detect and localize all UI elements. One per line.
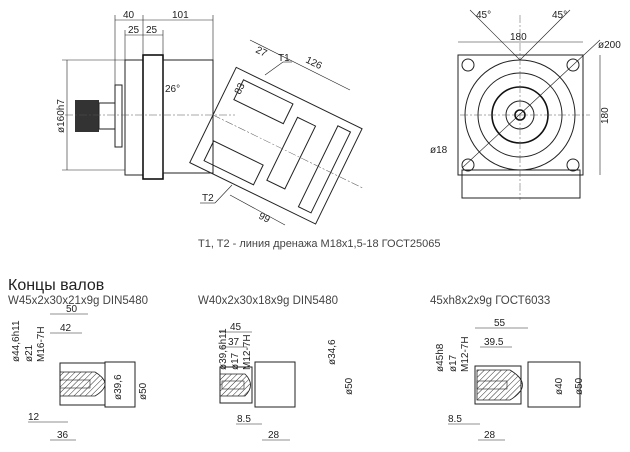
dim-b2: 28 [268, 430, 280, 441]
dim-d160: ø160h7 [56, 99, 67, 133]
drain-line-caption: T1, T2 - линия дренажа M18x1,5-18 ГОСТ25… [198, 238, 440, 250]
dim-d-in: ø21 [24, 344, 35, 362]
dim-d-shaft: ø40 [554, 377, 565, 395]
angled-housing [189, 66, 364, 225]
dim-angle: 26° [165, 84, 180, 95]
shaft-ends-title: Концы валов [8, 277, 104, 294]
motor-side-view: 40 101 25 25 ø160h7 26° 126 27 83 99 T1 … [56, 10, 364, 226]
dim-b2: 36 [57, 430, 69, 441]
shaft-end-name: 45xh8x2x9g ГОСТ6033 [430, 295, 550, 307]
dim-len: 50 [66, 304, 78, 315]
dim-d-shaft: ø34,6 [327, 339, 338, 365]
shaft-end-name: W45x2x30x21x9g DIN5480 [8, 295, 148, 307]
dim-d-in: ø17 [448, 354, 459, 372]
dim-len: 45 [230, 322, 242, 333]
dim-25b: 25 [146, 25, 158, 36]
dim-d-shaft: ø39,6 [113, 374, 124, 400]
dim-d-in: ø17 [230, 352, 241, 370]
port-t2-label: T2 [202, 193, 214, 204]
dim-height-180: 180 [600, 107, 611, 124]
dim-99: 99 [257, 211, 272, 226]
shaft-end-3: 45xh8x2x9g ГОСТ6033 55 39.5 ø45h8 ø17 M1… [430, 295, 585, 441]
dim-b2: 28 [484, 430, 496, 441]
dim-d-body: ø50 [138, 382, 149, 400]
dim-thread: M12-7H [460, 336, 471, 372]
dim-len2: 37 [228, 337, 240, 348]
dim-126: 126 [304, 55, 324, 72]
port-t1-label: T1 [278, 53, 290, 64]
dim-101: 101 [172, 10, 189, 21]
dim-d-out: ø39,6h11 [218, 328, 229, 370]
dim-b1: 8.5 [448, 414, 462, 425]
dim-27: 27 [254, 45, 269, 60]
dim-d-out: ø45h8 [435, 343, 446, 372]
dim-thread: M12-7H [242, 334, 253, 370]
dim-d-body: ø50 [574, 377, 585, 395]
dim-40: 40 [123, 10, 135, 21]
dim-thread: M16-7H [36, 326, 47, 362]
motor-end-view: 45° 45° 180 180 ø200 ø18 [430, 9, 621, 200]
mounting-flange [124, 59, 144, 176]
dim-b1: 12 [28, 412, 40, 423]
shaft-end-1: W45x2x30x21x9g DIN5480 50 42 ø44,6h11 ø2… [8, 295, 149, 441]
shaft-end-name: W40x2x30x18x9g DIN5480 [198, 295, 338, 307]
dim-len2: 42 [60, 323, 72, 334]
shaft-end-2: W40x2x30x18x9g DIN5480 45 37 ø39,6h11 ø1… [198, 295, 355, 441]
dim-len: 55 [494, 318, 506, 329]
spline-shaft [75, 100, 99, 132]
angle-45-left: 45° [476, 10, 491, 21]
dim-d200: ø200 [598, 40, 621, 51]
dim-len2: 39.5 [484, 337, 504, 348]
angle-45-right: 45° [552, 10, 567, 21]
dim-d-body: ø50 [344, 377, 355, 395]
dim-25a: 25 [128, 25, 140, 36]
dim-b1: 8.5 [237, 414, 251, 425]
dim-83: 83 [233, 81, 248, 96]
dim-width-180: 180 [510, 32, 527, 43]
dim-d-out: ø44,6h11 [11, 320, 22, 362]
dim-d18: ø18 [430, 145, 448, 156]
